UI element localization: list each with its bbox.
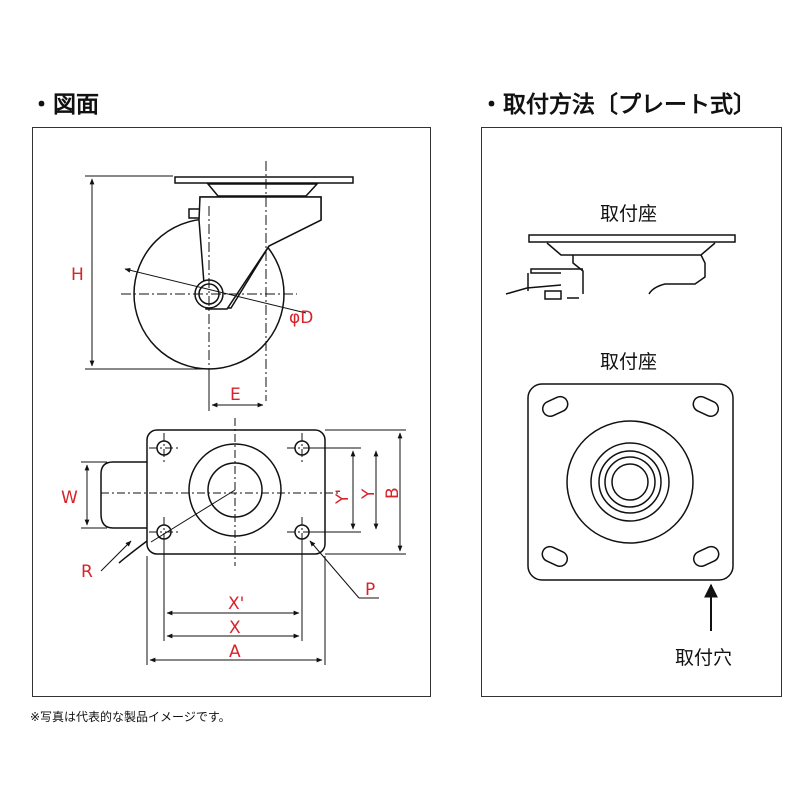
drawing-panel: H φD E: [32, 127, 431, 697]
seat-side-label: 取付座: [600, 203, 657, 225]
mounting-section-title: ・取付方法〔プレート式〕: [480, 92, 756, 118]
mounting-hole-label: 取付穴: [675, 647, 732, 669]
dim-b-label: B: [383, 487, 403, 499]
drawing-section-title: ・図面: [30, 92, 99, 118]
dim-r-label: R: [81, 562, 93, 582]
plate-top-view: [527, 383, 734, 581]
seat-top-label: 取付座: [600, 351, 657, 373]
dim-x-label: X: [229, 618, 241, 638]
dim-p-label: P: [365, 580, 375, 600]
plate-mounting-illustration: 取付座 取付座: [505, 203, 736, 669]
dim-yp-label: Y': [333, 489, 353, 505]
dim-d-label: φD: [289, 308, 313, 328]
photo-disclaimer: ※写真は代表的な製品イメージです。: [30, 710, 231, 724]
side-view: [133, 176, 354, 370]
caster-technical-drawing: H φD E: [61, 161, 406, 665]
dim-w-label: W: [61, 488, 78, 508]
plate-side-view: [505, 234, 736, 300]
dim-e-label: E: [230, 385, 241, 405]
top-view: [100, 429, 326, 564]
dim-h-label: H: [71, 265, 84, 285]
dim-xp-label: X': [228, 594, 244, 614]
mounting-panel: 取付座 取付座: [481, 127, 782, 697]
dim-y-label: Y: [359, 488, 379, 500]
dim-a-label: A: [229, 642, 241, 662]
